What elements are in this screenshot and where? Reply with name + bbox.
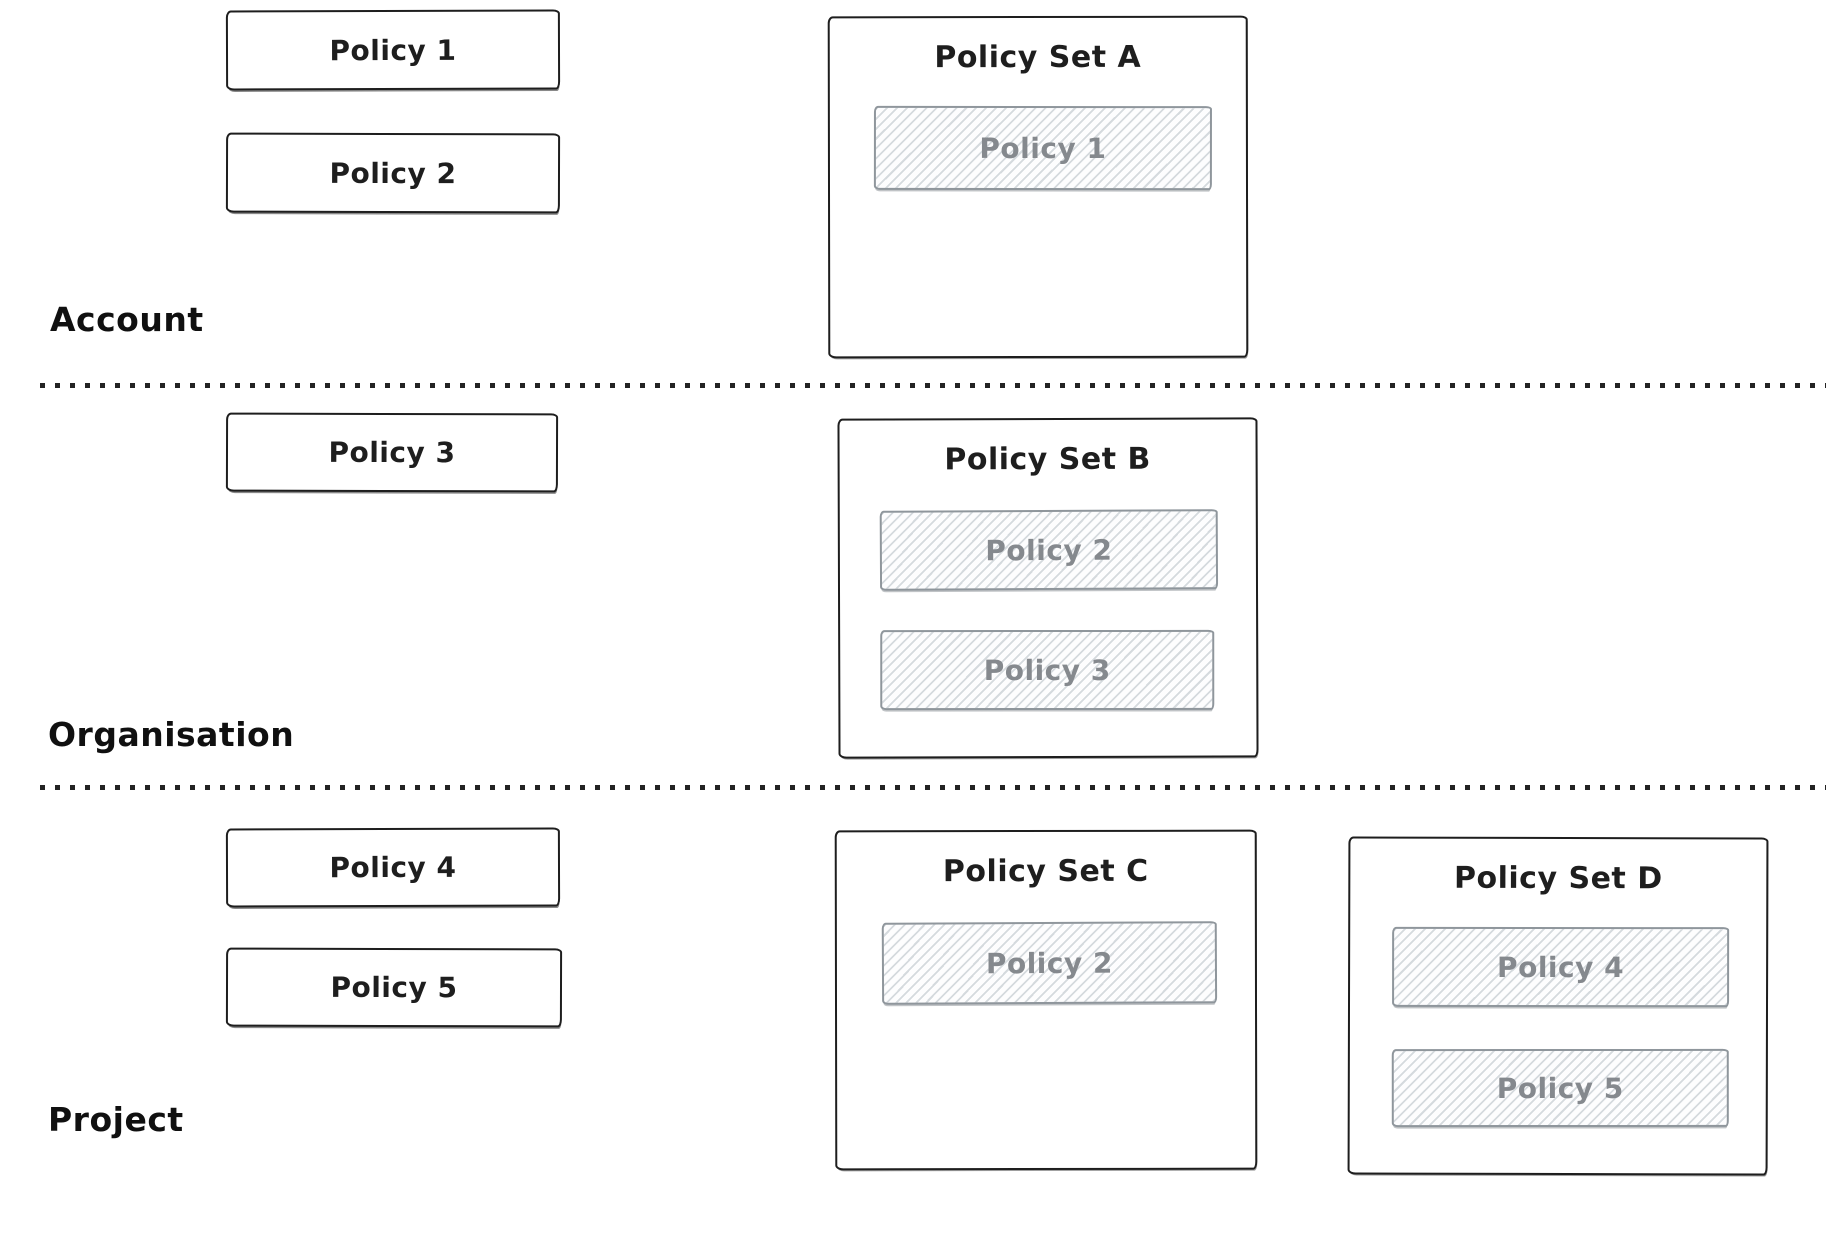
tier-label-account: Account — [50, 300, 204, 339]
policy-5-label: Policy 5 — [330, 970, 458, 1005]
policy-set-c-member-policy-2: Policy 2 — [881, 921, 1218, 1005]
policy-2-label: Policy 2 — [329, 156, 457, 190]
policy-4-box: Policy 4 — [225, 827, 561, 908]
member-label: Policy 4 — [1497, 950, 1625, 984]
policy-set-a-title: Policy Set A — [934, 39, 1142, 76]
policy-set-b: Policy Set B Policy 2 Policy 3 — [837, 417, 1259, 759]
policy-1-box: Policy 1 — [225, 9, 561, 91]
policy-set-d-member-policy-5: Policy 5 — [1391, 1048, 1729, 1128]
policy-1-label: Policy 1 — [329, 33, 457, 67]
policy-set-b-member-policy-3: Policy 3 — [880, 629, 1215, 711]
policy-set-b-member-policy-2: Policy 2 — [879, 509, 1219, 591]
member-label: Policy 1 — [979, 131, 1107, 165]
member-label: Policy 3 — [983, 653, 1111, 687]
policy-3-label: Policy 3 — [328, 435, 456, 470]
policy-3-box: Policy 3 — [225, 412, 559, 493]
policy-set-a-member-policy-1: Policy 1 — [873, 105, 1212, 191]
policy-4-label: Policy 4 — [329, 850, 457, 885]
tier-divider-organisation-project — [40, 785, 1826, 790]
policy-set-d-title: Policy Set D — [1453, 860, 1663, 897]
member-label: Policy 2 — [985, 946, 1114, 980]
tier-divider-account-organisation — [40, 383, 1826, 388]
policy-set-d-member-policy-4: Policy 4 — [1392, 926, 1730, 1008]
policy-set-d: Policy Set D Policy 4 Policy 5 — [1347, 836, 1769, 1176]
tier-label-project: Project — [48, 1100, 184, 1139]
policy-2-box: Policy 2 — [225, 132, 561, 214]
policy-set-c-title: Policy Set C — [942, 853, 1149, 890]
tier-label-organisation: Organisation — [48, 715, 295, 754]
member-label: Policy 2 — [985, 533, 1113, 567]
policy-set-a: Policy Set A Policy 1 — [827, 15, 1249, 359]
member-label: Policy 5 — [1496, 1071, 1624, 1105]
policy-set-c: Policy Set C Policy 2 — [834, 829, 1258, 1171]
policy-set-b-title: Policy Set B — [944, 441, 1151, 478]
policy-5-box: Policy 5 — [225, 947, 563, 1028]
